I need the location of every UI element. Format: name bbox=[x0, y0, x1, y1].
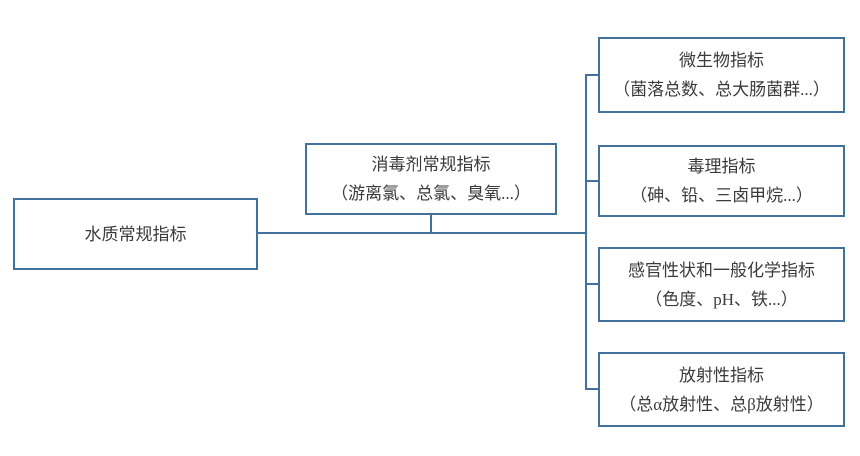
node-toxicological-indicators: 毒理指标 （砷、铅、三卤甲烷...） bbox=[598, 145, 845, 217]
node-label: 放射性指标 bbox=[679, 365, 764, 385]
node-sublabel: （色度、pH、铁...） bbox=[645, 289, 798, 309]
node-disinfectant-routine-indicators: 消毒剂常规指标 （游离氯、总氯、臭氧...） bbox=[305, 143, 557, 215]
connector-stub-branch-4 bbox=[585, 388, 598, 390]
node-label: 水质常规指标 bbox=[84, 224, 187, 244]
connector-root-to-spine bbox=[258, 232, 587, 234]
node-sensory-and-general-chemical-indicators: 感官性状和一般化学指标 （色度、pH、铁...） bbox=[598, 247, 845, 322]
node-sublabel: （菌落总数、总大肠菌群...） bbox=[613, 80, 830, 99]
node-sublabel: （砷、铅、三卤甲烷...） bbox=[630, 186, 813, 205]
node-sublabel: （游离氯、总氯、臭氧...） bbox=[331, 184, 531, 203]
node-sublabel: （总α放射性、总β放射性） bbox=[619, 394, 824, 414]
connector-middle-drop bbox=[430, 215, 432, 234]
connector-stub-branch-1 bbox=[585, 74, 598, 76]
node-microbiological-indicators: 微生物指标 （菌落总数、总大肠菌群...） bbox=[598, 37, 845, 113]
node-label: 消毒剂常规指标 bbox=[371, 155, 491, 174]
node-label: 毒理指标 bbox=[687, 157, 756, 176]
connector-stub-branch-3 bbox=[585, 283, 598, 285]
node-water-quality-routine-indicators: 水质常规指标 bbox=[13, 198, 258, 270]
node-label: 微生物指标 bbox=[679, 51, 764, 70]
node-label: 感官性状和一般化学指标 bbox=[628, 260, 815, 280]
connector-stub-branch-2 bbox=[585, 180, 598, 182]
connector-branch-spine bbox=[585, 74, 587, 390]
node-radioactivity-indicators: 放射性指标 （总α放射性、总β放射性） bbox=[598, 352, 845, 427]
